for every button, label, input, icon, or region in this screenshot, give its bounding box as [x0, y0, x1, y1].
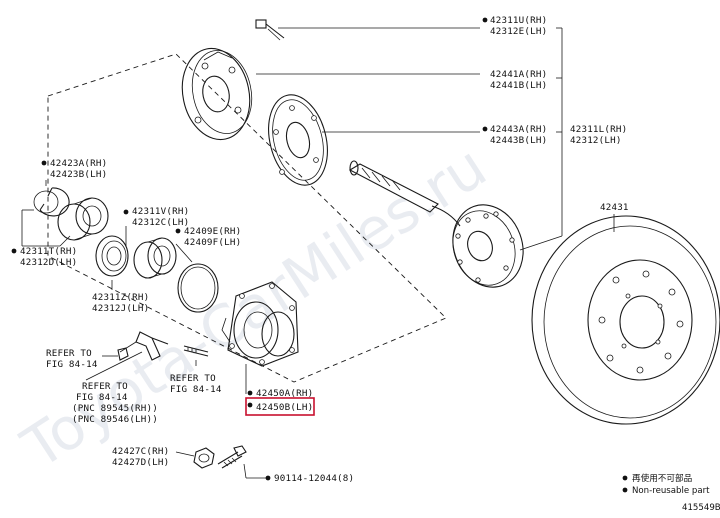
- callout-90114: 90114-12044(8): [274, 473, 354, 484]
- callout-42450a: 42450A(RH): [256, 388, 313, 399]
- callout-dots: [11, 17, 628, 481]
- callout-42311z: 42311Z(RH): [92, 292, 149, 303]
- oil-seal-outer: [95, 235, 129, 277]
- callout-42311v: 42311V(RH): [132, 206, 189, 217]
- callout-labels: 42311U(RH) 42312E(LH) 42441A(RH) 42441B(…: [20, 15, 629, 484]
- refer-sensor-line3: (PNC 89545(RH)): [72, 403, 158, 414]
- callout-42427c: 42427C(RH): [112, 446, 169, 457]
- callout-42312: 42312(LH): [570, 135, 622, 146]
- o-ring: [177, 263, 219, 313]
- snap-ring: [39, 187, 70, 217]
- hub-assembly: [221, 281, 299, 367]
- outer-bearing: [57, 197, 109, 241]
- legend-line2: Non-reusable part: [632, 486, 710, 496]
- hub-nut: [193, 447, 215, 469]
- callout-42312e: 42312E(LH): [490, 26, 547, 37]
- callout-42423b: 42423B(LH): [50, 169, 107, 180]
- callout-42311t: 42311T(RH): [20, 246, 77, 257]
- hub-bolt: [217, 445, 247, 469]
- legend: 再使用不可部品 Non-reusable part 415549B: [622, 472, 720, 513]
- reference-labels: REFER TO FIG 84-14 REFER TO FIG 84-14 RE…: [46, 348, 222, 425]
- gasket: [268, 94, 328, 186]
- refer-sensor-line4: (PNC 89546(LH)): [72, 414, 158, 425]
- callout-42409f: 42409F(LH): [184, 237, 241, 248]
- callout-42427d: 42427D(LH): [112, 457, 169, 468]
- callout-42450b: 42450B(LH): [256, 402, 313, 413]
- callout-42423a: 42423A(RH): [50, 158, 107, 169]
- watermark: Toyota-CarMiles.ru: [10, 132, 498, 482]
- callout-42443a: 42443A(RH): [490, 124, 547, 135]
- refer-left-line1: REFER TO: [46, 348, 92, 359]
- callout-42312j: 42312J(LH): [92, 303, 149, 314]
- callout-42441a: 42441A(RH): [490, 69, 547, 80]
- top-hub-bolt: [255, 19, 285, 41]
- callout-42312d: 42312D(LH): [20, 257, 77, 268]
- leader-lines: [21, 27, 615, 479]
- callout-42443b: 42443B(LH): [490, 135, 547, 146]
- sensor-stud: [183, 345, 209, 357]
- diagram-id: 415549B: [682, 503, 720, 513]
- axle-shaft: [348, 160, 524, 288]
- callout-42431: 42431: [600, 202, 629, 213]
- brake-disc: [531, 215, 720, 425]
- refer-mid-line1: REFER TO: [170, 373, 216, 384]
- refer-mid-line2: FIG 84-14: [170, 384, 222, 395]
- backing-plate: [181, 47, 253, 141]
- callout-42311l: 42311L(RH): [570, 124, 627, 135]
- refer-left-line2: FIG 84-14: [46, 359, 98, 370]
- abs-sensor: [117, 331, 169, 361]
- refer-sensor-line1: REFER TO: [82, 381, 128, 392]
- callout-42311u: 42311U(RH): [490, 15, 547, 26]
- callout-42409e: 42409E(RH): [184, 226, 241, 237]
- inner-bearing: [133, 237, 177, 279]
- assembly-envelope: [47, 53, 447, 383]
- callout-42441b: 42441B(LH): [490, 80, 547, 91]
- refer-sensor-line2: FIG 84-14: [76, 392, 128, 403]
- legend-line1: 再使用不可部品: [632, 472, 692, 484]
- highlight-box: [245, 397, 315, 416]
- callout-42312c: 42312C(LH): [132, 217, 189, 228]
